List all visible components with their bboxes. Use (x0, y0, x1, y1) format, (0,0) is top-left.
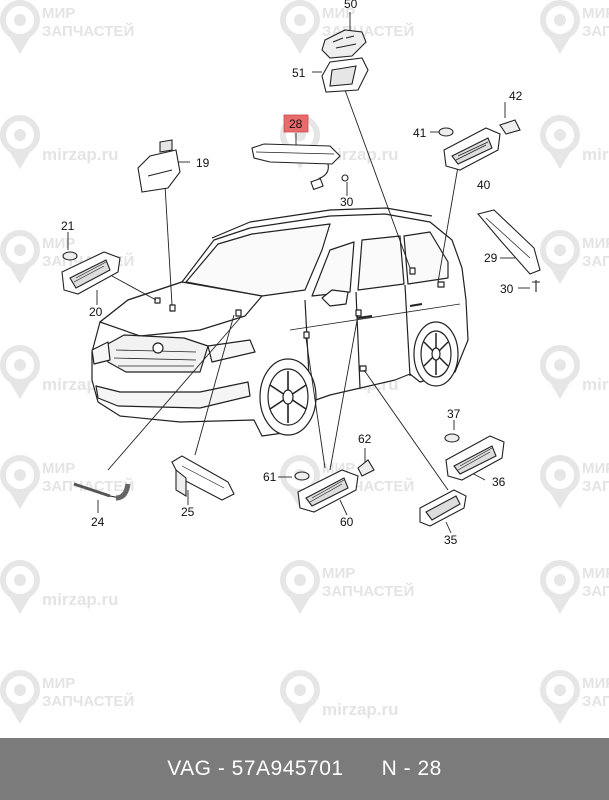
watermark-tile: МИР ЗАПЧАСТЕЙ (543, 233, 609, 284)
part-19-bracket (137, 139, 181, 193)
svg-text:ЗАПЧАСТЕЙ: ЗАПЧАСТЕЙ (42, 692, 134, 710)
svg-text:МИР: МИР (42, 675, 75, 692)
svg-text:МИР: МИР (582, 460, 609, 477)
callout-20[interactable]: 20 (89, 305, 103, 319)
svg-text:МИР: МИР (42, 235, 75, 252)
footer-part-number: 57A945701 (231, 757, 344, 780)
svg-text:ЗАПЧАСТЕЙ: ЗАПЧАСТЕЙ (582, 252, 609, 270)
footer-brand: VAG (167, 757, 212, 780)
rear-wheel (413, 321, 459, 387)
part-36-lamp (444, 433, 505, 481)
svg-text:mirzap.ru: mirzap.ru (42, 590, 119, 609)
svg-text:МИР: МИР (582, 565, 609, 582)
part-25-handle (171, 455, 235, 501)
callout-51[interactable]: 51 (292, 66, 306, 80)
svg-text:МИР: МИР (322, 565, 355, 582)
watermark-tile: МИР ЗАПЧАСТЕЙ (543, 563, 609, 614)
svg-text:ЗАПЧАСТЕЙ: ЗАПЧАСТЕЙ (42, 477, 134, 495)
part-20-lamp (61, 251, 121, 295)
part-key-cover (321, 57, 369, 93)
watermark-tile: mirzap.ru (3, 563, 119, 614)
watermark-tile: mirzap.ru (3, 118, 119, 169)
callout-62[interactable]: 62 (358, 432, 372, 446)
watermark-tile: mirzap.ru (283, 673, 399, 724)
callout-25[interactable]: 25 (181, 505, 195, 519)
watermark-tile: МИР ЗАПЧАСТЕЙ (3, 673, 134, 724)
watermark-tile: МИР ЗАПЧАСТЕЙ (283, 563, 414, 614)
watermark-tile: МИР ЗАПЧАСТЕЙ (3, 3, 134, 54)
watermark-tile: МИР ЗАПЧАСТЕЙ (543, 3, 609, 54)
front-wheel (259, 358, 317, 436)
svg-text:ЗАПЧАСТЕЙ: ЗАПЧАСТЕЙ (42, 22, 134, 40)
svg-text:mirzap.ru: mirzap.ru (582, 375, 609, 394)
watermark-tile: МИР ЗАПЧАСТЕЙ (3, 458, 134, 509)
callout-28[interactable]: 28 (289, 117, 303, 131)
svg-text:mirzap.ru: mirzap.ru (582, 145, 609, 164)
svg-text:ЗАПЧАСТЕЙ: ЗАПЧАСТЕЙ (582, 477, 609, 495)
svg-text:mirzap.ru: mirzap.ru (322, 700, 399, 719)
svg-text:mirzap.ru: mirzap.ru (322, 145, 399, 164)
watermark-tile: МИР ЗАПЧАСТЕЙ (543, 458, 609, 509)
callout-35[interactable]: 35 (444, 533, 458, 547)
svg-text:ЗАПЧАСТЕЙ: ЗАПЧАСТЕЙ (582, 582, 609, 600)
callout-50[interactable]: 50 (344, 0, 358, 11)
callout-41[interactable]: 41 (413, 126, 427, 140)
svg-text:МИР: МИР (42, 5, 75, 22)
callout-labels: 50 51 28 42 41 19 40 30 21 29 20 30 37 6… (61, 0, 523, 547)
callout-60[interactable]: 60 (340, 515, 354, 529)
part-29-trim (477, 209, 541, 292)
callout-61[interactable]: 61 (263, 470, 277, 484)
callout-30-lower[interactable]: 30 (500, 282, 514, 296)
svg-text:МИР: МИР (582, 5, 609, 22)
watermark-tile: mirzap.ru (543, 348, 609, 399)
callout-24[interactable]: 24 (91, 515, 105, 529)
callout-21[interactable]: 21 (61, 219, 75, 233)
callout-40[interactable]: 40 (477, 178, 491, 192)
part-info-footer: VAG - 57A945701 N - 28 (0, 738, 609, 800)
part-35-lens (419, 489, 467, 527)
svg-text:МИР: МИР (582, 235, 609, 252)
callout-42[interactable]: 42 (509, 89, 523, 103)
watermark-tile: mirzap.ru (543, 118, 609, 169)
car-illustration (91, 207, 469, 437)
svg-text:mirzap.ru: mirzap.ru (42, 145, 119, 164)
watermark-tile: mirzap.ru (283, 118, 399, 169)
footer-position: N - 28 (381, 757, 442, 780)
leader-lines (67, 12, 530, 534)
svg-text:ЗАПЧАСТЕЙ: ЗАПЧАСТЕЙ (582, 692, 609, 710)
part-key-fob (321, 29, 367, 59)
part-28-light-strip (251, 143, 349, 191)
callout-28-highlight (283, 114, 309, 133)
svg-text:МИР: МИР (42, 460, 75, 477)
watermark-tile: МИР ЗАПЧАСТЕЙ (543, 673, 609, 724)
callout-37[interactable]: 37 (447, 407, 461, 421)
svg-text:ЗАПЧАСТЕЙ: ЗАПЧАСТЕЙ (322, 582, 414, 600)
svg-text:МИР: МИР (582, 675, 609, 692)
callout-29[interactable]: 29 (484, 251, 498, 265)
callout-30-upper[interactable]: 30 (340, 195, 354, 209)
svg-text:МИР: МИР (322, 5, 355, 22)
part-60-lamp (294, 459, 375, 513)
svg-text:ЗАПЧАСТЕЙ: ЗАПЧАСТЕЙ (582, 22, 609, 40)
parts-diagram: МИР ЗАПЧАСТЕЙ МИР ЗАПЧАСТЕЙ МИР ЗАПЧАСТЕ… (0, 0, 609, 738)
part-24-cable (73, 482, 131, 501)
part-40-lamp (438, 119, 521, 171)
callout-19[interactable]: 19 (196, 156, 210, 170)
callout-36[interactable]: 36 (492, 475, 506, 489)
